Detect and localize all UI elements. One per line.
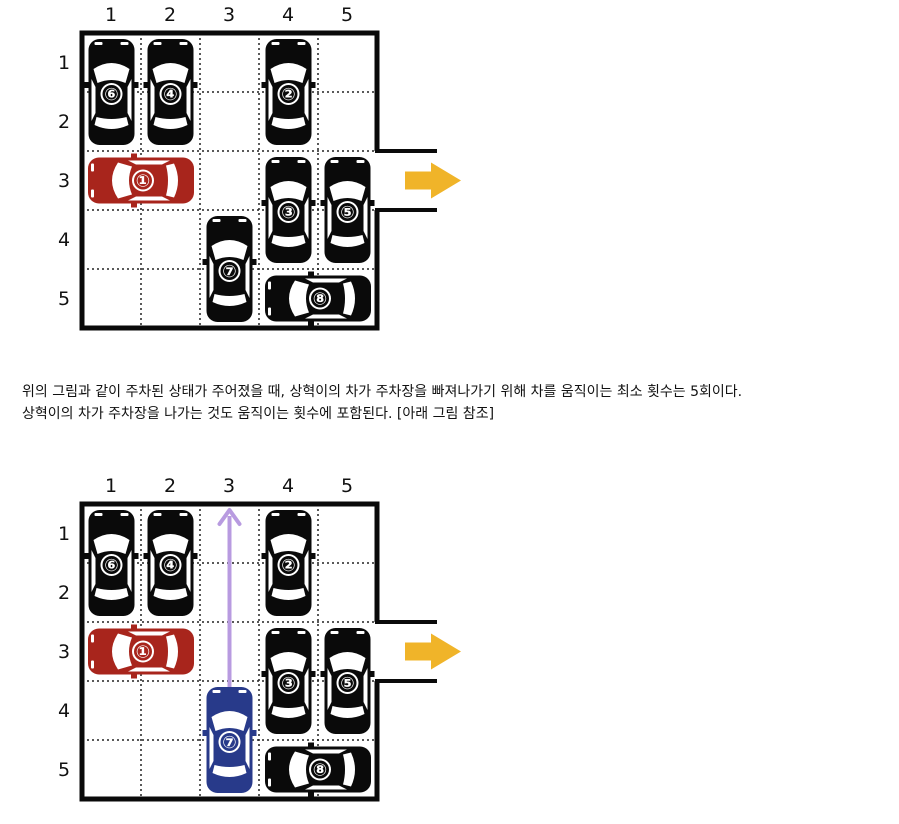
parking-board-initial: ① ② ③ ④ ⑤ ⑥ ⑦ ⑧ 1 2 3 4 5 1 2 3 4 5 [0, 0, 480, 340]
car-number-label: ② [281, 85, 295, 105]
car-number-label: ⑤ [340, 203, 354, 223]
parking-lot-wall [79, 501, 380, 802]
parking-board-svg: ① ② ③ ④ ⑤ ⑥ ⑦ ⑧ [79, 30, 461, 331]
exit-arrow-icon [405, 633, 461, 670]
row-label: 2 [57, 111, 71, 133]
parking-lot-wall [79, 30, 380, 331]
column-label: 3 [222, 475, 236, 497]
row-label: 1 [57, 52, 71, 74]
column-label: 1 [104, 4, 118, 26]
car-blocker[interactable]: ⑤ [320, 157, 375, 263]
car-number-label: ⑧ [313, 761, 327, 781]
parking-board-svg: ① ② ③ ④ ⑤ ⑥ ⑦ ⑧ [79, 501, 461, 802]
car-number-label: ⑥ [104, 556, 118, 576]
row-label: 3 [57, 170, 71, 192]
row-label: 2 [57, 582, 71, 604]
column-label: 5 [340, 4, 354, 26]
car-number-label: ③ [281, 674, 295, 694]
row-label: 4 [57, 700, 71, 722]
car-target[interactable]: ① [88, 624, 194, 679]
column-label: 1 [104, 475, 118, 497]
car-number-label: ③ [281, 203, 295, 223]
column-label: 3 [222, 4, 236, 26]
row-label: 1 [57, 523, 71, 545]
car-blocker[interactable]: ② [261, 39, 316, 145]
car-blocker[interactable]: ④ [143, 39, 198, 145]
row-label: 4 [57, 229, 71, 251]
car-blocker[interactable]: ⑥ [84, 39, 139, 145]
car-number-label: ⑤ [340, 674, 354, 694]
car-number-label: ⑦ [222, 733, 236, 753]
car-number-label: ② [281, 556, 295, 576]
car-blocker[interactable]: ⑦ [202, 216, 257, 322]
parking-board-move-example: ① ② ③ ④ ⑤ ⑥ ⑦ ⑧ 1 2 3 4 5 1 2 3 4 5 [0, 471, 480, 811]
car-blocker[interactable]: ⑤ [320, 628, 375, 734]
car-blocker[interactable]: ③ [261, 628, 316, 734]
car-number-label: ① [136, 643, 150, 663]
column-label: 4 [281, 4, 295, 26]
car-number-label: ⑧ [313, 290, 327, 310]
column-label: 2 [163, 475, 177, 497]
exit-arrow-icon [405, 162, 461, 199]
caption-line-1: 위의 그림과 같이 주차된 상태가 주어졌을 때, 상혁이의 차가 주차장을 빠… [22, 384, 743, 400]
car-blocker[interactable]: ⑥ [84, 510, 139, 616]
car-blocker[interactable]: ⑧ [265, 271, 371, 326]
car-number-label: ⑥ [104, 85, 118, 105]
row-label: 5 [57, 759, 71, 781]
column-label: 4 [281, 475, 295, 497]
caption-line-2: 상혁이의 차가 주차장을 나가는 것도 움직이는 횟수에 포함된다. [아래 그… [22, 406, 495, 422]
car-blocker[interactable]: ④ [143, 510, 198, 616]
car-target[interactable]: ① [88, 153, 194, 208]
column-label: 5 [340, 475, 354, 497]
column-label: 2 [163, 4, 177, 26]
car-number-label: ④ [163, 556, 177, 576]
car-number-label: ① [136, 172, 150, 192]
car-number-label: ⑦ [222, 262, 236, 282]
car-blocker[interactable]: ⑦ [202, 687, 257, 793]
car-blocker[interactable]: ⑧ [265, 742, 371, 797]
problem-caption: 위의 그림과 같이 주차된 상태가 주어졌을 때, 상혁이의 차가 주차장을 빠… [22, 381, 892, 425]
move-arrow-up-icon [217, 508, 242, 526]
row-label: 5 [57, 288, 71, 310]
car-blocker[interactable]: ② [261, 510, 316, 616]
car-number-label: ④ [163, 85, 177, 105]
car-blocker[interactable]: ③ [261, 157, 316, 263]
row-label: 3 [57, 641, 71, 663]
